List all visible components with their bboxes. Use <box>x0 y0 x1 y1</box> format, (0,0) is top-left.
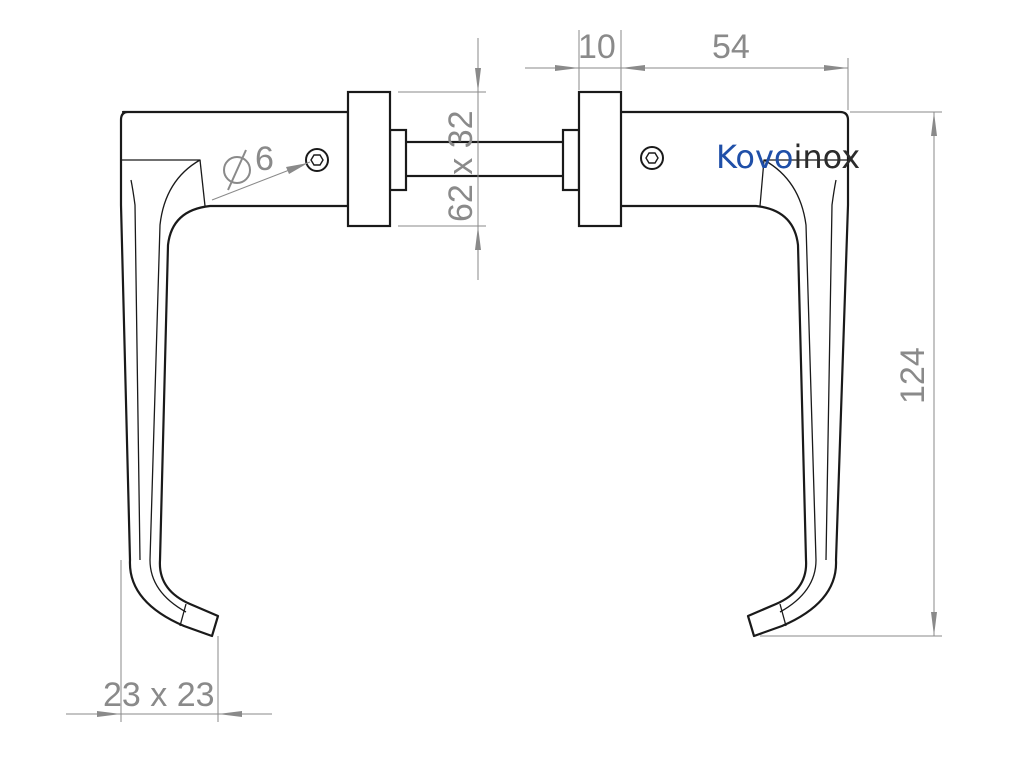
spindle <box>402 140 566 178</box>
dimension-screw: 6 <box>211 140 311 201</box>
dim-screw-diameter: 6 <box>255 140 274 178</box>
dim-grip-section: 23 x 23 <box>103 676 215 714</box>
dimension-grip: 23 x 23 <box>66 560 272 722</box>
dim-rose-size: 62 x 32 <box>442 110 480 222</box>
dimension-rose: 62 x 32 <box>398 38 486 280</box>
right-lever-handle <box>615 110 850 638</box>
left-screw-hex-socket-icon <box>305 148 329 172</box>
diameter-symbol-icon <box>223 149 251 191</box>
left-rose <box>346 90 408 228</box>
brand-logo: Kovoinox <box>716 138 860 176</box>
right-screw-hex-socket-icon <box>640 146 664 170</box>
dimension-height: 124 <box>760 111 942 637</box>
dim-rose-thickness: 10 <box>578 28 616 66</box>
dim-lever-height: 124 <box>894 347 932 404</box>
brand-part-1: Kovo <box>716 138 793 176</box>
right-rose <box>561 90 623 228</box>
svg-text:Kovoinox: Kovoinox <box>716 138 860 176</box>
dim-lever-projection: 54 <box>712 28 750 66</box>
dimension-top: 10 54 <box>525 28 849 110</box>
left-lever-handle <box>119 110 350 638</box>
brand-part-2: inox <box>793 138 860 176</box>
